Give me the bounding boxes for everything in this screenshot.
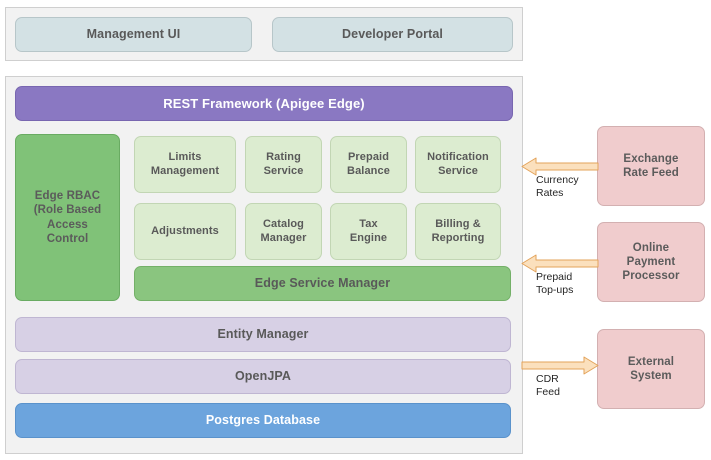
node-rating-service[interactable]: Rating Service <box>245 136 322 193</box>
node-online-payment-processor-line-3: Processor <box>622 270 680 282</box>
node-limits-management-line-2: Management <box>150 164 220 177</box>
node-limits-management[interactable]: Limits Management <box>134 136 236 193</box>
arrow-label-cdr-feed-line-2: Feed <box>536 386 560 399</box>
node-edge-rbac-line-2: (Role Based <box>33 204 102 217</box>
node-online-payment-processor-line-2: Payment <box>626 255 676 268</box>
node-edge-rbac-line-4: Control <box>46 232 89 245</box>
node-rating-service-line-2: Service <box>263 164 304 177</box>
node-management-ui-label: Management UI <box>86 26 181 41</box>
arrow-label-prepaid-topups-line-2: Top-ups <box>536 284 574 297</box>
node-entity-manager-label: Entity Manager <box>217 326 309 341</box>
node-notification-service-line-2: Service <box>438 164 478 177</box>
node-edge-rbac-line-1: Edge RBAC <box>34 190 101 203</box>
node-billing-reporting[interactable]: Billing & Reporting <box>415 203 501 260</box>
node-postgres-database[interactable]: Postgres Database <box>15 403 511 438</box>
node-online-payment-processor[interactable]: Online Payment Processor <box>597 222 705 302</box>
node-rest-framework-label: REST Framework (Apigee Edge) <box>163 95 365 111</box>
node-edge-rbac-line-3: Access <box>47 218 88 231</box>
node-notification-service-line-1: Notification <box>427 151 489 164</box>
node-developer-portal-label: Developer Portal <box>342 26 443 41</box>
node-catalog-manager-line-2: Manager <box>260 231 307 244</box>
node-billing-reporting-line-2: Reporting <box>431 231 485 244</box>
node-tax-engine-line-2: Engine <box>349 231 388 244</box>
node-limits-management-line-1: Limits <box>168 151 202 164</box>
node-openjpa-label: OpenJPA <box>234 368 292 383</box>
arrow-label-currency-rates-line-1: Currency <box>536 174 579 186</box>
node-billing-reporting-line-1: Billing & <box>435 218 481 231</box>
node-entity-manager[interactable]: Entity Manager <box>15 317 511 352</box>
node-adjustments[interactable]: Adjustments <box>134 203 236 260</box>
node-exchange-rate-feed[interactable]: Exchange Rate Feed <box>597 126 705 206</box>
node-adjustments-line-1: Adjustments <box>151 224 219 237</box>
node-postgres-database-label: Postgres Database <box>205 412 321 427</box>
node-catalog-manager[interactable]: Catalog Manager <box>245 203 322 260</box>
arrow-prepaid-topups <box>521 253 599 274</box>
arrow-label-cdr-feed: CDR Feed <box>536 373 560 400</box>
node-edge-rbac[interactable]: Edge RBAC (Role Based Access Control <box>15 134 120 301</box>
arrow-label-prepaid-topups-line-1: Prepaid <box>536 271 573 283</box>
node-management-ui[interactable]: Management UI <box>15 17 252 52</box>
arrow-label-currency-rates: Currency Rates <box>536 174 579 201</box>
arrow-label-prepaid-topups: Prepaid Top-ups <box>536 271 573 298</box>
node-prepaid-balance-line-1: Prepaid <box>347 151 390 164</box>
node-exchange-rate-feed-line-2: Rate Feed <box>623 167 679 179</box>
node-tax-engine[interactable]: Tax Engine <box>330 203 407 260</box>
node-rating-service-line-1: Rating <box>266 151 301 164</box>
node-rest-framework[interactable]: REST Framework (Apigee Edge) <box>15 86 513 121</box>
node-notification-service[interactable]: Notification Service <box>415 136 501 193</box>
node-exchange-rate-feed-line-1: Exchange <box>623 152 679 165</box>
arrow-label-cdr-feed-line-1: CDR <box>536 373 559 385</box>
arrow-cdr-feed <box>521 355 599 376</box>
node-catalog-manager-line-1: Catalog <box>262 218 305 231</box>
node-prepaid-balance-line-2: Balance <box>347 164 390 177</box>
node-tax-engine-line-1: Tax <box>359 218 378 231</box>
node-online-payment-processor-line-1: Online <box>632 241 670 254</box>
node-external-system[interactable]: External System <box>597 329 705 409</box>
arrow-currency-rates <box>521 156 599 177</box>
node-edge-service-manager[interactable]: Edge Service Manager <box>134 266 511 301</box>
node-edge-service-manager-label: Edge Service Manager <box>254 275 391 290</box>
node-prepaid-balance[interactable]: Prepaid Balance <box>330 136 407 193</box>
node-external-system-line-1: External <box>627 355 675 368</box>
arrow-label-currency-rates-line-2: Rates <box>536 187 564 200</box>
node-external-system-line-2: System <box>630 370 672 382</box>
node-openjpa[interactable]: OpenJPA <box>15 359 511 394</box>
node-developer-portal[interactable]: Developer Portal <box>272 17 513 52</box>
